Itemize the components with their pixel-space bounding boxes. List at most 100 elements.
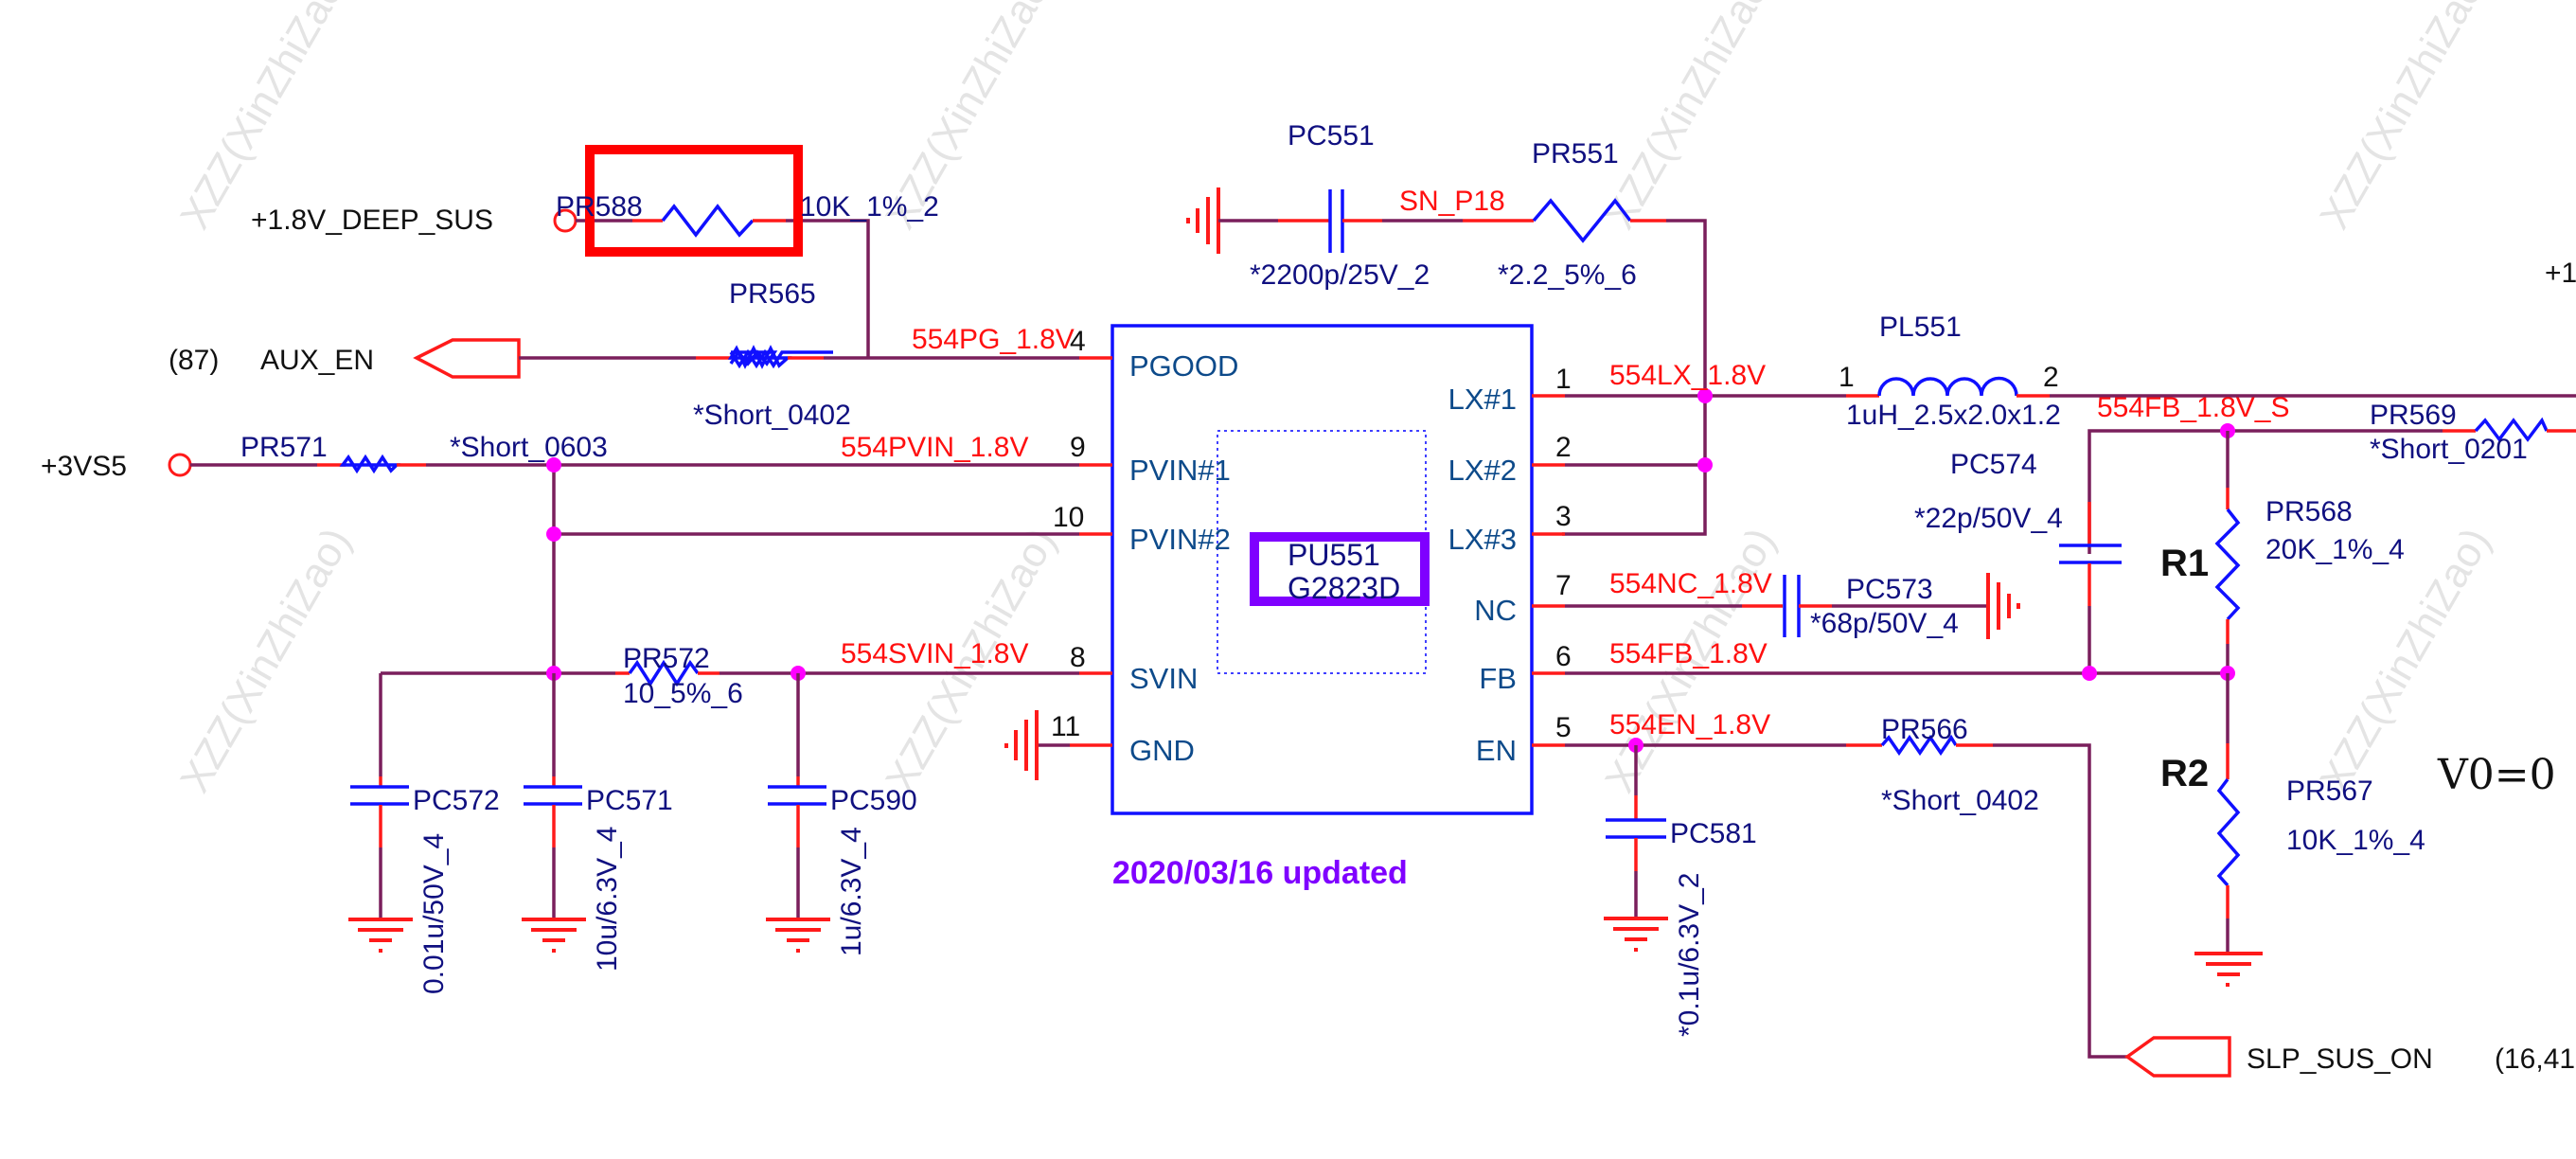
- ic-body[interactable]: [1110, 324, 1534, 815]
- resistor-pr588-symbol[interactable]: [661, 204, 755, 238]
- net-label-fb: 554FB_1.8V: [1609, 638, 1768, 669]
- watermark: XZZ(XinZhiZao): [171, 520, 360, 800]
- pin-number-9: 9: [1070, 432, 1086, 463]
- pl551-ref: PL551: [1879, 312, 1962, 343]
- net-label-pg: 554PG_1.8V: [912, 324, 1075, 355]
- pr565-ref: PR565: [729, 278, 816, 310]
- resistor-pr567-symbol[interactable]: [2216, 777, 2241, 887]
- pr568-value: 20K_1%_4: [2265, 534, 2405, 565]
- junction-dot: [1697, 457, 1713, 473]
- pin-name-lx2: LX#2: [1448, 454, 1517, 487]
- inductor-pin-1: 1: [1839, 362, 1855, 393]
- pr572-ref: PR572: [623, 643, 710, 674]
- junction-dot: [1697, 388, 1713, 403]
- offpage-connector-slp-sus-on[interactable]: [2123, 1036, 2231, 1078]
- ic-ref: PU551: [1288, 538, 1380, 572]
- pc581-ref: PC581: [1670, 818, 1757, 849]
- inductor-pl551-symbol[interactable]: [1877, 376, 2018, 397]
- pr569-value: *Short_0201: [2370, 434, 2528, 465]
- pr566-ref: PR566: [1881, 714, 1968, 745]
- ground-icon: [2194, 952, 2263, 987]
- pc551-value: *2200p/25V_2: [1250, 259, 1430, 291]
- pr569-ref: PR569: [2370, 400, 2457, 431]
- wire: [1562, 219, 1707, 536]
- pr567-value: 10K_1%_4: [2286, 825, 2425, 856]
- net-label-en: 554EN_1.8V: [1609, 709, 1770, 740]
- net-label-nc: 554NC_1.8V: [1609, 568, 1772, 599]
- highlight-box-pr588: [585, 145, 803, 257]
- pr572-value: 10_5%_6: [623, 678, 743, 709]
- pc551-ref: PC551: [1288, 120, 1375, 152]
- power-port-circle: [168, 453, 192, 477]
- pr571-ref: PR571: [240, 432, 328, 463]
- net-deep-sus[interactable]: +1.8V_DEEP_SUS PR588 10K_1%_2: [251, 145, 939, 358]
- annotation-r2: R2: [2160, 753, 2209, 794]
- pin-name-fb: FB: [1479, 662, 1517, 695]
- resistor-pr551-symbol[interactable]: [1532, 198, 1632, 243]
- net-snubber[interactable]: PC551 *2200p/25V_2 PR551 *2.2_5%_6 SN_P1…: [1186, 120, 1707, 536]
- pin-name-pvin2: PVIN#2: [1129, 523, 1231, 556]
- ic-pu551[interactable]: PU551 G2823D PGOOD PVIN#1 PVIN#2 SVIN GN…: [1110, 324, 1534, 815]
- pr588-value: 10K_1%_2: [800, 191, 939, 223]
- pin-name-lx3: LX#3: [1448, 523, 1517, 556]
- pl551-value: 1uH_2.5x2.0x1.2: [1846, 400, 2061, 431]
- pr566-value: *Short_0402: [1881, 785, 2039, 816]
- ground-icon: [1186, 187, 1220, 254]
- offpage-ref-aux-en: (87): [169, 345, 219, 376]
- net-svin[interactable]: PR572 10_5%_6 554SVIN_1.8V 8 PC572 0.01u…: [348, 638, 1112, 994]
- wire: [1993, 743, 2127, 1059]
- net-pvin[interactable]: +3VS5 PR571 *Short_0603 554PVIN_1.8V 9 1…: [41, 432, 1112, 673]
- pin-name-svin: SVIN: [1129, 662, 1198, 695]
- ic-part: G2823D: [1288, 571, 1400, 605]
- pin-name-en: EN: [1476, 734, 1517, 767]
- pin-number-8: 8: [1070, 642, 1086, 673]
- annotation-r1: R1: [2160, 543, 2209, 584]
- offpage-ref-slp-sus-on: (16,41: [2495, 1043, 2575, 1075]
- pr568-ref: PR568: [2265, 496, 2353, 527]
- resistor-pr572-symbol[interactable]: [628, 659, 700, 687]
- ic-highlight-box: [1250, 532, 1430, 606]
- pc573-ref: PC573: [1846, 574, 1933, 605]
- wire: [786, 219, 870, 358]
- pc572-value: 0.01u/50V_4: [418, 833, 450, 994]
- net-en[interactable]: SLP_SUS_ON (16,41 5 554EN_1.8V PR566 *Sh…: [1532, 709, 2575, 1078]
- pr571-value: *Short_0603: [450, 432, 608, 463]
- net-fb[interactable]: 6 554FB_1.8V PR567 10K_1%_4 R2 V0=0: [1532, 638, 2556, 987]
- power-port-label-3vs5: +3VS5: [41, 451, 127, 482]
- resistor-pr565-glyph: [727, 345, 792, 369]
- net-fb-sense[interactable]: 554FB_1.8V_S PR569 *Short_0201 PC574 *22…: [1914, 392, 2576, 673]
- net-label-lx: 554LX_1.8V: [1609, 360, 1766, 391]
- pr588-ref: PR588: [556, 191, 643, 223]
- resistor-pr571-glyph[interactable]: [339, 454, 401, 474]
- power-port-label-deep-sus: +1.8V_DEEP_SUS: [251, 205, 493, 236]
- watermark: XZZ(XinZhiZao): [171, 0, 360, 237]
- net-pgood[interactable]: (87) AUX_EN PR565 *Short_0402 554PG_1.8V…: [169, 278, 1112, 431]
- pc581-value: *0.1u/6.3V_2: [1674, 873, 1705, 1037]
- net-lx[interactable]: 1 2 3 554LX_1.8V 1 2 PL551 1uH_2.5x2.0x1…: [1532, 258, 2576, 536]
- pin-number-7: 7: [1555, 570, 1572, 601]
- net-nc[interactable]: 7 554NC_1.8V PC573 *68p/50V_4: [1532, 568, 2020, 639]
- pin-name-pvin1: PVIN#1: [1129, 454, 1231, 487]
- inductor-pin-2: 2: [2043, 362, 2059, 393]
- pin-number-5: 5: [1555, 712, 1572, 743]
- pin-name-pgood: PGOOD: [1129, 349, 1238, 383]
- junction-dot: [2082, 666, 2097, 681]
- pc571-value: 10u/6.3V_4: [592, 827, 623, 972]
- pr565-value: *Short_0402: [693, 400, 851, 431]
- update-note: 2020/03/16 updated: [1112, 855, 1408, 891]
- offpage-connector-aux-en[interactable]: [413, 338, 521, 379]
- ground-icon: [1986, 573, 2020, 639]
- resistor-pr569-glyph[interactable]: [2474, 417, 2549, 442]
- net-label-sn: SN_P18: [1399, 186, 1505, 217]
- pr551-value: *2.2_5%_6: [1498, 259, 1637, 291]
- net-label-fb-s: 554FB_1.8V_S: [2097, 392, 2289, 423]
- junction-dot: [546, 526, 561, 542]
- net-gnd-pin: 11: [1004, 710, 1112, 780]
- pin-name-nc: NC: [1474, 594, 1517, 627]
- pin-number-3: 3: [1555, 501, 1572, 532]
- pin-number-2: 2: [1555, 432, 1572, 463]
- resistor-pr566-glyph[interactable]: [1880, 734, 1958, 757]
- resistor-pr568-symbol[interactable]: [2214, 508, 2241, 621]
- ground-icon: [766, 918, 830, 953]
